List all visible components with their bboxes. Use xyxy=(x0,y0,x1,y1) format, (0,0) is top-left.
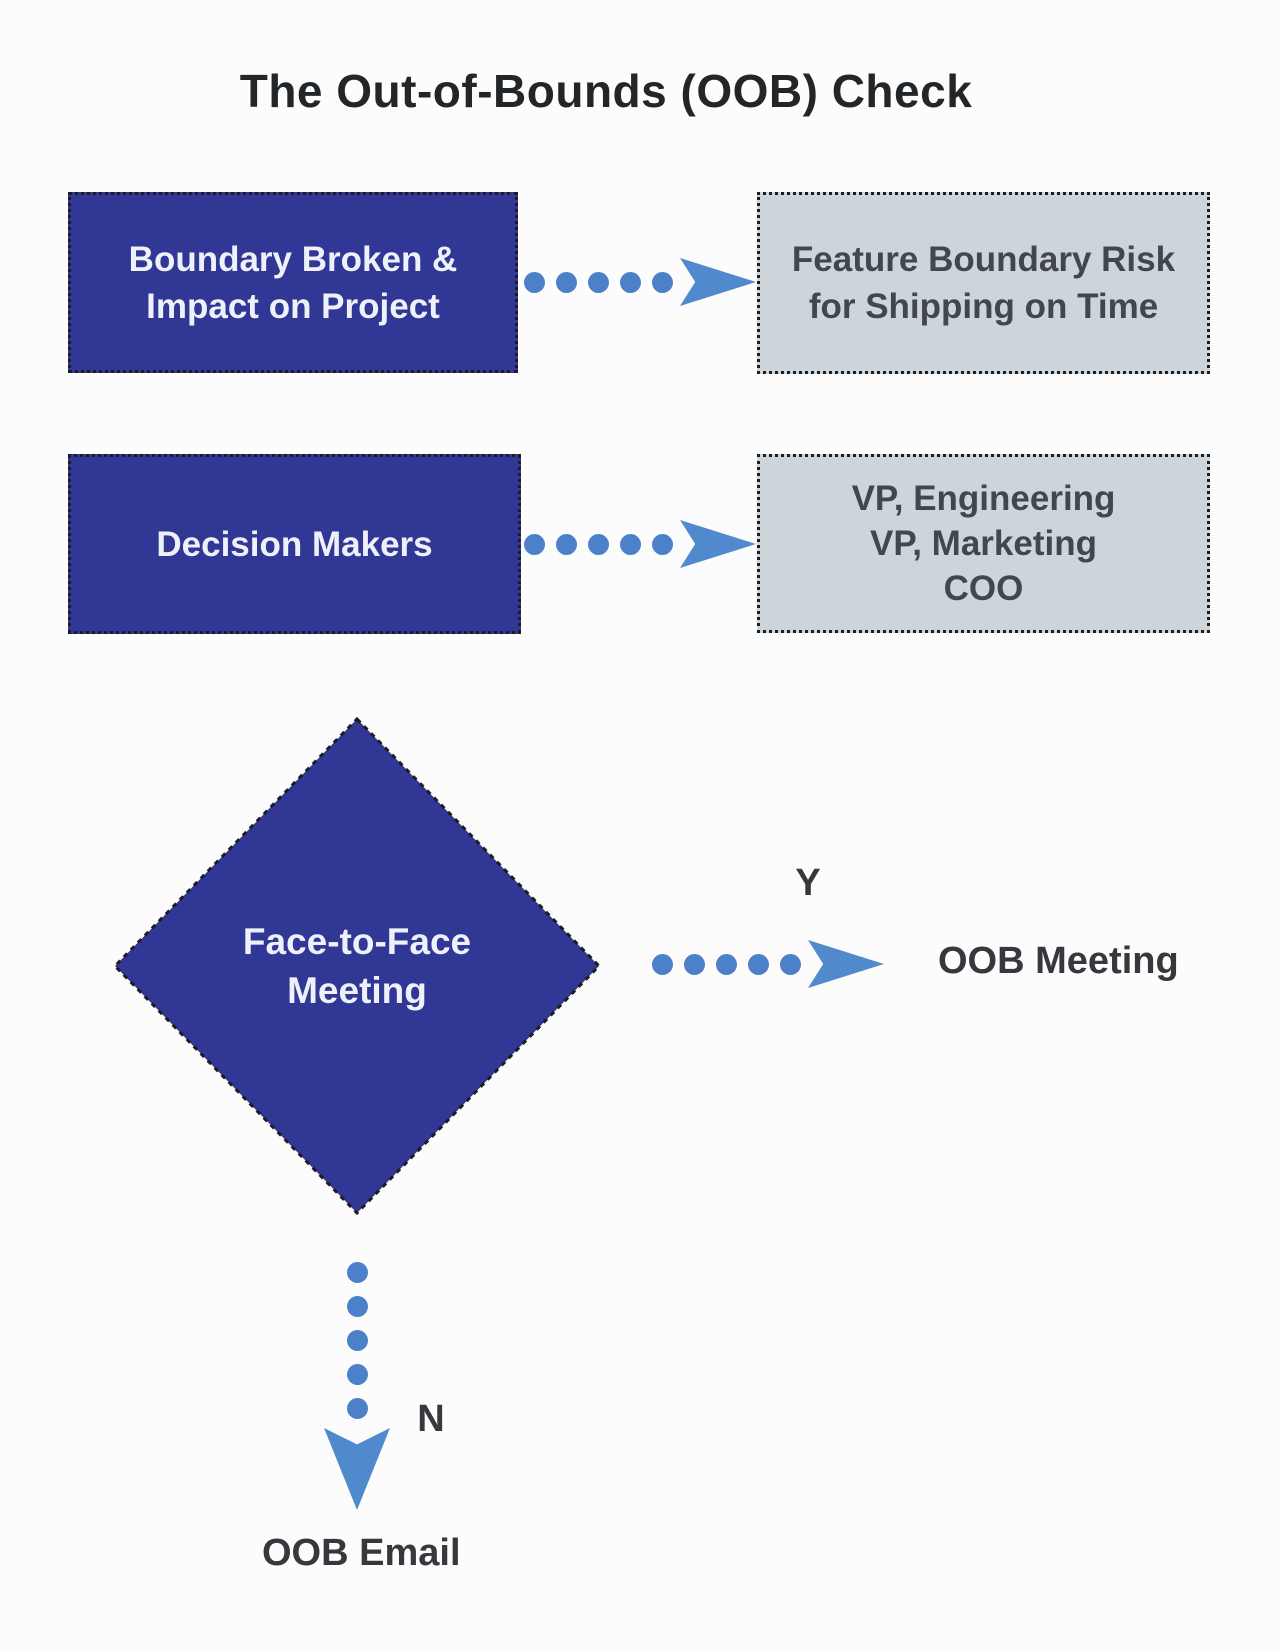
node-vp-list-line3: COO xyxy=(943,569,1024,608)
node-decision-makers-line1: Decision Makers xyxy=(156,524,433,564)
decision-line2: Meeting xyxy=(287,970,427,1011)
node-vp-list-line1: VP, Engineering xyxy=(851,479,1116,518)
node-decision-makers: Decision Makers xyxy=(68,454,521,634)
outcome-oob-meeting: OOB Meeting xyxy=(938,940,1179,982)
connector-dot xyxy=(588,533,609,555)
connector-dot xyxy=(524,271,545,293)
node-feature-boundary-risk-line2: for Shipping on Time xyxy=(808,287,1159,326)
connector-dot xyxy=(652,271,673,293)
connector-dot xyxy=(346,1364,368,1385)
connector-no-arrow xyxy=(324,1262,390,1510)
node-boundary-broken-line2: Impact on Project xyxy=(146,286,440,326)
connector-dot xyxy=(652,953,673,975)
connector-dot xyxy=(346,1296,368,1317)
node-vp-list: VP, Engineering VP, Marketing COO xyxy=(757,454,1210,633)
node-boundary-broken-line1: Boundary Broken & xyxy=(128,239,458,279)
node-feature-boundary-risk: Feature Boundary Risk for Shipping on Ti… xyxy=(757,192,1210,374)
diamond-polygon xyxy=(112,716,602,1216)
connector-dot xyxy=(716,953,737,975)
node-face-to-face-meeting: Face-to-Face Meeting xyxy=(111,715,603,1217)
page-title: The Out-of-Bounds (OOB) Check xyxy=(239,65,973,117)
arrow-right-icon xyxy=(808,940,884,988)
connector-dot xyxy=(524,533,545,555)
no-branch-label: N xyxy=(417,1398,445,1440)
arrow-down-icon xyxy=(324,1428,390,1510)
connector-dot xyxy=(748,953,769,975)
decision-line1: Face-to-Face xyxy=(242,921,472,962)
yes-branch-label: Y xyxy=(795,862,821,904)
connector-dot xyxy=(684,953,705,975)
node-vp-list-line2: VP, Marketing xyxy=(870,524,1097,563)
node-feature-boundary-risk-line1: Feature Boundary Risk xyxy=(791,240,1176,279)
connector-dot xyxy=(652,533,673,555)
connector-dot xyxy=(346,1262,368,1283)
outcome-oob-email: OOB Email xyxy=(262,1532,461,1574)
connector-dot xyxy=(780,953,801,975)
diamond-shape xyxy=(112,716,602,1216)
connector-row1-arrow xyxy=(524,258,756,306)
node-face-to-face-meeting-label: Face-to-Face Meeting xyxy=(111,715,603,1217)
connector-dot xyxy=(346,1398,368,1419)
connector-yes-arrow xyxy=(652,939,884,989)
connector-dot xyxy=(620,271,641,293)
arrow-right-icon xyxy=(680,520,756,568)
arrow-right-icon xyxy=(680,258,756,306)
node-boundary-broken: Boundary Broken & Impact on Project xyxy=(68,192,518,373)
connector-dot xyxy=(346,1330,368,1351)
connector-dot xyxy=(556,271,577,293)
connector-dot xyxy=(620,533,641,555)
connector-row2-arrow xyxy=(524,520,756,568)
connector-dot xyxy=(556,533,577,555)
connector-dot xyxy=(588,271,609,293)
